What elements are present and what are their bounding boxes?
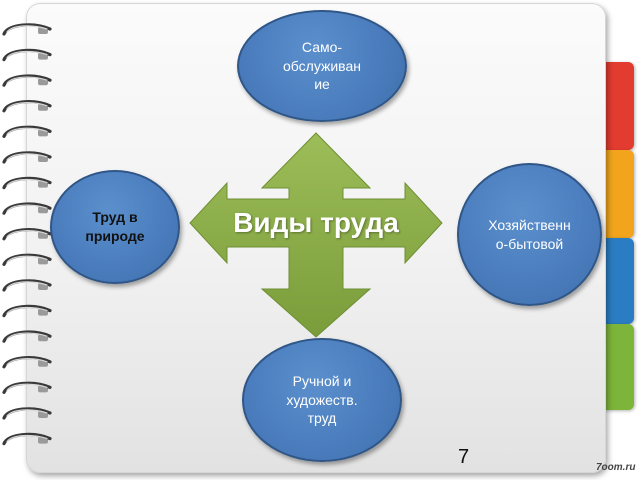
node-manual-art-label: Ручной и художеств. труд — [286, 372, 358, 427]
tab-green[interactable] — [604, 324, 634, 410]
spiral-ring — [2, 253, 52, 266]
tab-red[interactable] — [604, 62, 634, 150]
spiral-ring — [2, 100, 52, 113]
spiral-ring — [2, 381, 52, 394]
node-household-label: Хозяйственн о-бытовой — [488, 216, 571, 252]
tab-orange[interactable] — [604, 150, 634, 238]
spiral-ring — [2, 151, 52, 164]
spiral-binding — [2, 23, 52, 446]
node-self-service-label: Само- обслуживан ие — [283, 38, 361, 93]
node-nature-labor-label: Труд в природе — [85, 209, 145, 244]
node-nature-labor[interactable]: Труд в природе — [50, 170, 180, 284]
watermark: 7oom.ru — [596, 462, 636, 473]
spiral-ring — [2, 202, 52, 215]
center-label: Виды труда — [233, 207, 399, 238]
page-number: 7 — [458, 446, 470, 468]
spiral-ring — [2, 74, 52, 87]
spiral-ring — [2, 23, 52, 36]
node-manual-art[interactable]: Ручной и художеств. труд — [242, 338, 402, 462]
spiral-ring — [2, 304, 52, 318]
spiral-ring — [2, 125, 52, 138]
spiral-ring — [2, 176, 52, 190]
tab-blue[interactable] — [604, 238, 634, 324]
spiral-ring — [2, 48, 52, 62]
node-self-service[interactable]: Само- обслуживан ие — [237, 10, 407, 122]
spiral-ring — [2, 228, 52, 241]
spiral-ring — [2, 407, 52, 420]
spiral-ring — [2, 356, 52, 369]
node-household[interactable]: Хозяйственн о-бытовой — [457, 163, 602, 306]
spiral-ring — [2, 432, 52, 446]
spiral-ring — [2, 279, 52, 292]
four-way-arrow-shape — [189, 132, 443, 338]
spiral-ring — [2, 330, 52, 343]
